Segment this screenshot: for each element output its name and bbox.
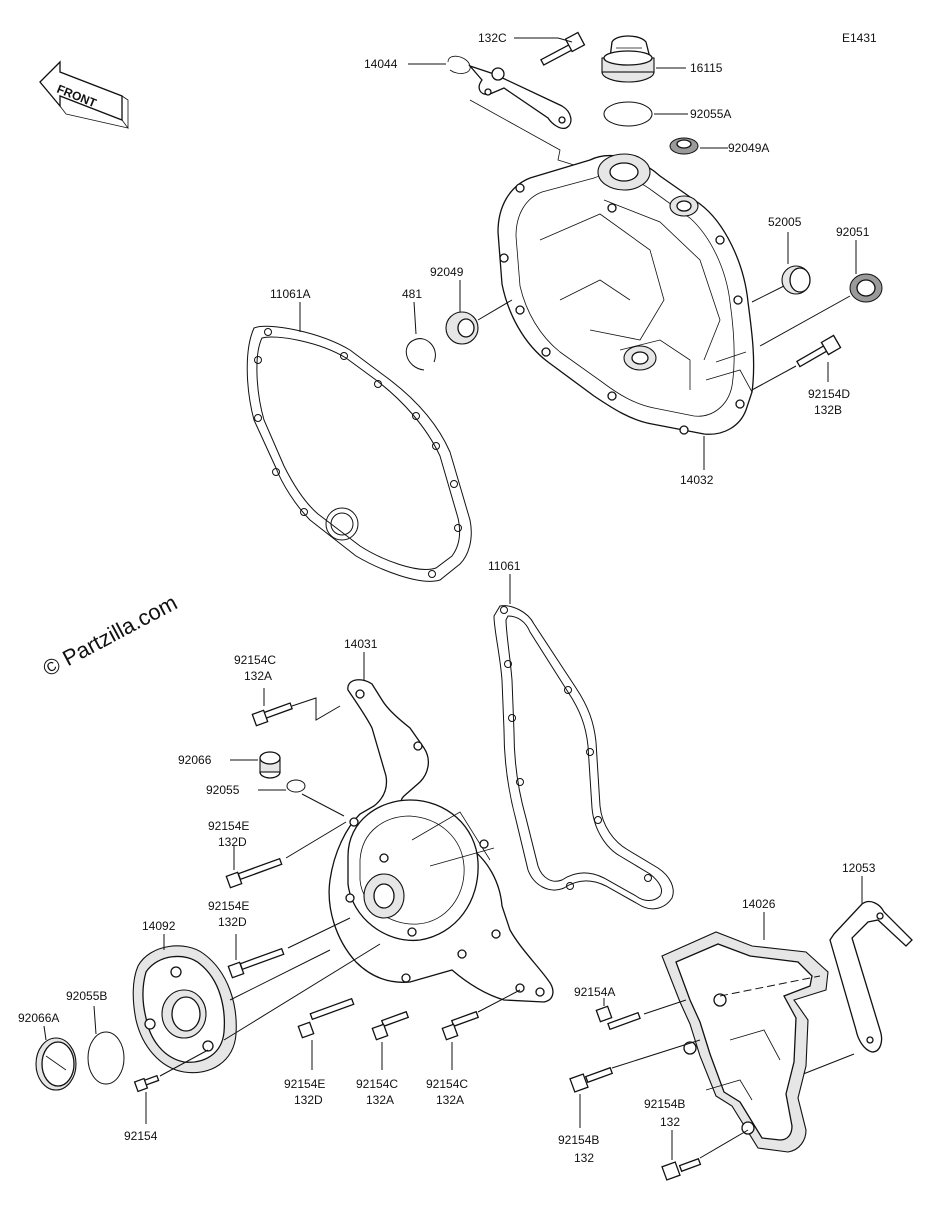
oil-seal-92049 [445, 311, 479, 345]
label-92055: 92055 [206, 783, 240, 797]
label-132c: 132C [478, 31, 507, 45]
sprocket-cover-14026 [661, 931, 829, 1153]
bolt-92154c-upper [251, 702, 293, 727]
bolt-92154e-bottom [297, 997, 355, 1039]
clutch-cover-14032 [497, 153, 755, 435]
o-ring-92055a [603, 101, 653, 127]
label-92055a: 92055A [690, 107, 731, 121]
oil-seal-92049a [669, 137, 699, 155]
label-14032: 14032 [680, 473, 714, 487]
o-ring-92055b [87, 1031, 125, 1085]
bolt-92154c-bottom-right [441, 1010, 480, 1041]
label-92154e-lower: 92154E [208, 899, 249, 913]
bolt-92154e-lower [227, 947, 285, 979]
label-132-right: 132 [660, 1115, 680, 1129]
label-132a-bottom-middle: 132A [366, 1093, 394, 1107]
seal-92051 [849, 273, 883, 303]
bolt-132c [540, 31, 586, 66]
label-132d-middle: 132D [218, 835, 247, 849]
label-14031: 14031 [344, 637, 378, 651]
label-132b: 132B [814, 403, 842, 417]
bracket-12053 [829, 900, 913, 1053]
label-92049a: 92049A [728, 141, 769, 155]
oil-cap-16115 [601, 35, 655, 83]
label-481: 481 [402, 287, 422, 301]
bolt-92154d [796, 334, 842, 368]
bolt-92154e-middle [225, 857, 283, 889]
front-arrow-icon: FRONT [39, 60, 129, 130]
label-14044: 14044 [364, 57, 398, 71]
gasket-11061a [246, 325, 472, 582]
label-132-left: 132 [574, 1151, 594, 1165]
diagram-code: E1431 [842, 31, 877, 45]
part-52005 [781, 265, 811, 295]
label-132a-bottom-right: 132A [436, 1093, 464, 1107]
label-14092: 14092 [142, 919, 176, 933]
label-11061a: 11061A [270, 287, 310, 301]
cover-14092 [132, 943, 381, 1074]
label-92154: 92154 [124, 1129, 158, 1143]
label-92051: 92051 [836, 225, 870, 239]
bolt-92154b-right [661, 1157, 702, 1181]
label-92066a: 92066A [18, 1011, 59, 1025]
bolt-92154a [595, 1005, 641, 1031]
label-92154e-middle: 92154E [208, 819, 249, 833]
gasket-11061 [493, 605, 674, 910]
label-92154a: 92154A [574, 985, 615, 999]
label-92154c-upper: 92154C [234, 653, 276, 667]
label-12053: 12053 [842, 861, 876, 875]
watermark: © Partzilla.com [39, 590, 182, 682]
label-132a-upper: 132A [244, 669, 272, 683]
label-92154b-left: 92154B [558, 1133, 599, 1147]
generator-cover-14031 [328, 679, 554, 1003]
bolt-92154c-bottom-middle [371, 1010, 410, 1041]
label-92154e-bottom: 92154E [284, 1077, 325, 1091]
cap-92066a [35, 1037, 77, 1091]
label-16115: 16115 [690, 61, 723, 75]
label-92049: 92049 [430, 265, 464, 279]
label-14026: 14026 [742, 897, 776, 911]
label-92066: 92066 [178, 753, 212, 767]
bolt-92154b-left [569, 1066, 614, 1093]
label-92154c-bottom-middle: 92154C [356, 1077, 398, 1091]
circlip-481 [405, 338, 436, 371]
label-52005: 52005 [768, 215, 802, 229]
label-92055b: 92055B [66, 989, 107, 1003]
label-92154c-bottom-right: 92154C [426, 1077, 468, 1091]
o-ring-92055 [286, 779, 306, 793]
label-132d-bottom: 132D [294, 1093, 323, 1107]
plug-92066 [259, 751, 281, 779]
label-11061: 11061 [488, 559, 521, 573]
label-92154b-right: 92154B [644, 1097, 685, 1111]
clamp-14044 [447, 55, 572, 130]
label-92154d: 92154D [808, 387, 850, 401]
label-132d-lower: 132D [218, 915, 247, 929]
screw-92154 [133, 1074, 160, 1093]
